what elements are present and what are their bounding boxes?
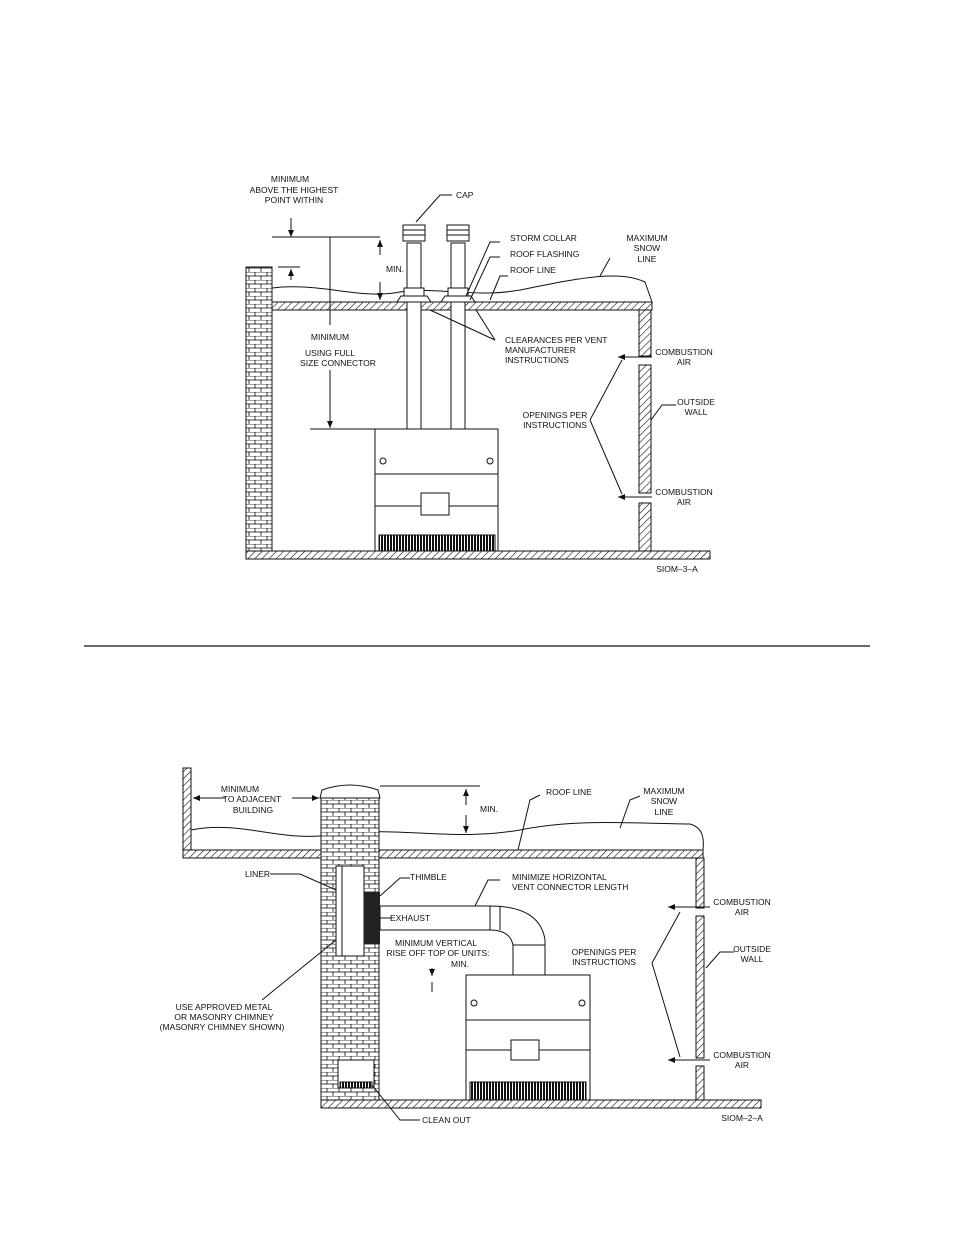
label-combustion-air-top-1: COMBUSTION [655, 347, 713, 357]
label-chimney-2: OR MASONRY CHIMNEY [174, 1012, 274, 1022]
label-minimum-bottom: MINIMUM [221, 784, 259, 794]
snow-line-bottom [190, 822, 704, 851]
label-combustion-air-top-bottom-1: COMBUSTION [713, 897, 771, 907]
label-minimum: MINIMUM [311, 332, 349, 342]
heater-grille-bottom [469, 1081, 587, 1101]
label-max-snow-bottom-2: SNOW [651, 796, 677, 806]
label-outside-wall-1: OUTSIDE [677, 397, 715, 407]
label-openings-1: OPENINGS PER [523, 410, 588, 420]
label-combustion-air-top-2: AIR [677, 357, 691, 367]
label-roof-flashing: ROOF FLASHING [510, 249, 579, 259]
label-above-highest: ABOVE THE HIGHEST [250, 185, 339, 195]
outside-wall-upper-bottom [695, 857, 705, 909]
label-using-full: USING FULL [305, 348, 355, 358]
label-outside-wall-bottom-1: OUTSIDE [733, 944, 771, 954]
label-max-snow-1: MAXIMUM [626, 233, 667, 243]
label-roof-line: ROOF LINE [510, 265, 556, 275]
label-max-snow-bottom-1: MAXIMUM [643, 786, 684, 796]
top-diagram: MINIMUM ABOVE THE HIGHEST POINT WITHIN C… [245, 174, 715, 574]
label-liner: LINER [245, 869, 270, 879]
heater-badge-top [420, 492, 450, 516]
horizontal-connector [379, 905, 491, 931]
label-combustion-air-bot-bottom-1: COMBUSTION [713, 1050, 771, 1060]
label-outside-wall-bottom-2: WALL [741, 954, 764, 964]
label-point-within: POINT WITHIN [265, 195, 323, 205]
label-thimble: THIMBLE [410, 872, 447, 882]
cap-right [446, 224, 470, 242]
figure-id-top: SIOM–3–A [656, 564, 698, 574]
roof-slab-bottom [182, 849, 704, 859]
label-clearances-3: INSTRUCTIONS [505, 355, 569, 365]
label-clearances-1: CLEARANCES PER VENT [505, 335, 608, 345]
label-size-connector: SIZE CONNECTOR [300, 358, 376, 368]
label-max-snow-2: SNOW [634, 243, 660, 253]
label-min-bottom: MIN. [480, 804, 498, 814]
thimble [364, 892, 380, 944]
label-clean-out: CLEAN OUT [422, 1115, 471, 1125]
storm-collar-right [447, 287, 469, 297]
label-storm-collar: STORM COLLAR [510, 233, 577, 243]
label-openings-2: INSTRUCTIONS [523, 420, 587, 430]
label-max-snow-3: LINE [638, 254, 657, 264]
label-min-vertical-3: MIN. [451, 959, 469, 969]
label-exhaust: EXHAUST [390, 913, 430, 923]
label-min-vertical-1: MINIMUM VERTICAL [395, 938, 477, 948]
label-chimney-1: USE APPROVED METAL [176, 1002, 273, 1012]
outside-wall-lower [638, 502, 652, 552]
heater-unit-top [374, 428, 499, 552]
cap-left [402, 224, 426, 242]
storm-collar-left [403, 287, 425, 297]
label-minimum-above: MINIMUM [271, 174, 309, 184]
vertical-rise [512, 944, 546, 976]
bottom-diagram: MINIMUM TO ADJACENT BUILDING MIN. ROOF L… [160, 767, 771, 1125]
label-combustion-air-bot-1: COMBUSTION [655, 487, 713, 497]
heater-grille-top [378, 534, 496, 552]
outside-wall-upper [638, 309, 652, 357]
label-combustion-air-bot-bottom-2: AIR [735, 1060, 749, 1070]
flashing-left [396, 295, 432, 303]
vent-pipe-right [450, 242, 466, 430]
label-min: MIN. [386, 264, 404, 274]
chimney-liner [335, 865, 365, 957]
label-openings-bottom-2: INSTRUCTIONS [572, 957, 636, 967]
chimney-cap [319, 784, 381, 799]
label-chimney-3: (MASONRY CHIMNEY SHOWN) [160, 1022, 285, 1032]
outside-wall-lower-bottom [695, 1065, 705, 1101]
label-roof-line-bottom: ROOF LINE [546, 787, 592, 797]
label-minimize-2: VENT CONNECTOR LENGTH [512, 882, 628, 892]
label-building: BUILDING [233, 805, 273, 815]
heater-unit-bottom [465, 974, 591, 1101]
adjacent-building-wall [182, 767, 192, 859]
label-outside-wall-2: WALL [685, 407, 708, 417]
label-openings-bottom-1: OPENINGS PER [572, 947, 637, 957]
heater-badge-bottom [510, 1039, 540, 1061]
label-max-snow-bottom-3: LINE [655, 807, 674, 817]
label-to-adjacent: TO ADJACENT [223, 794, 281, 804]
label-combustion-air-top-bottom-2: AIR [735, 907, 749, 917]
label-cap: CAP [456, 190, 474, 200]
outside-wall-middle-bottom [695, 915, 705, 1059]
brick-wall-left [245, 266, 273, 552]
outside-wall-middle [638, 364, 652, 494]
label-clearances-2: MANUFACTURER [505, 345, 576, 355]
figure-id-bottom: SIOM–2–A [721, 1113, 763, 1123]
label-minimize-1: MINIMIZE HORIZONTAL [512, 872, 607, 882]
vent-pipe-left [406, 242, 422, 430]
flashing-right [440, 295, 476, 303]
label-min-vertical-2: RISE OFF TOP OF UNITS: [387, 948, 490, 958]
label-combustion-air-bot-2: AIR [677, 497, 691, 507]
floor-slab [245, 550, 711, 560]
